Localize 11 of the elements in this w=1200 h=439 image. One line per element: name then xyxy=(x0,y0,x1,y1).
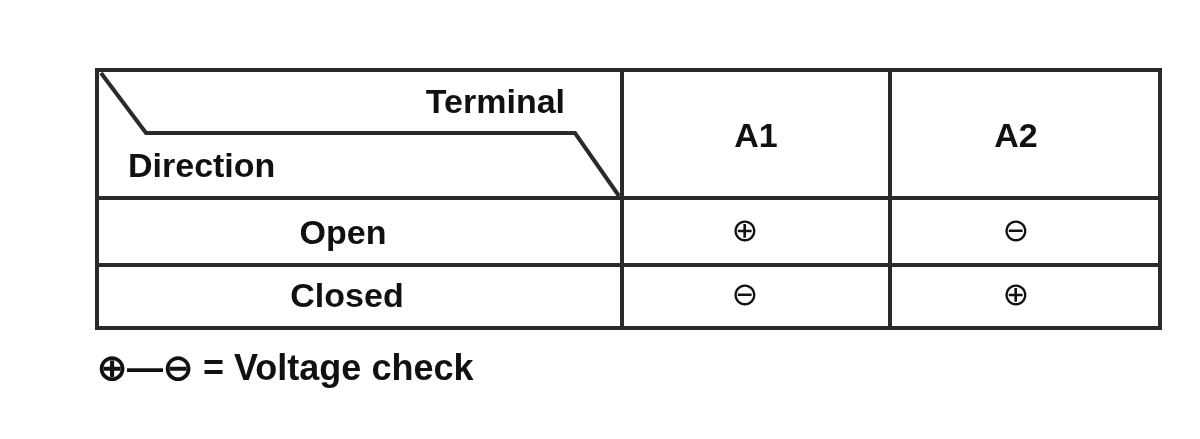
column-header-label: Terminal xyxy=(425,84,565,118)
row-header: Open xyxy=(299,215,387,249)
polarity-symbol: ⊖ xyxy=(1002,214,1030,246)
legend-note: ⊕—⊖ = Voltage check xyxy=(97,350,474,386)
column-header: A2 xyxy=(994,118,1038,152)
row-header-label: Direction xyxy=(128,148,276,182)
polarity-symbol: ⊕ xyxy=(731,214,759,246)
row-header: Closed xyxy=(290,278,404,312)
column-header: A1 xyxy=(734,118,778,152)
polarity-symbol: ⊖ xyxy=(731,278,759,310)
polarity-symbol: ⊕ xyxy=(1002,278,1030,310)
